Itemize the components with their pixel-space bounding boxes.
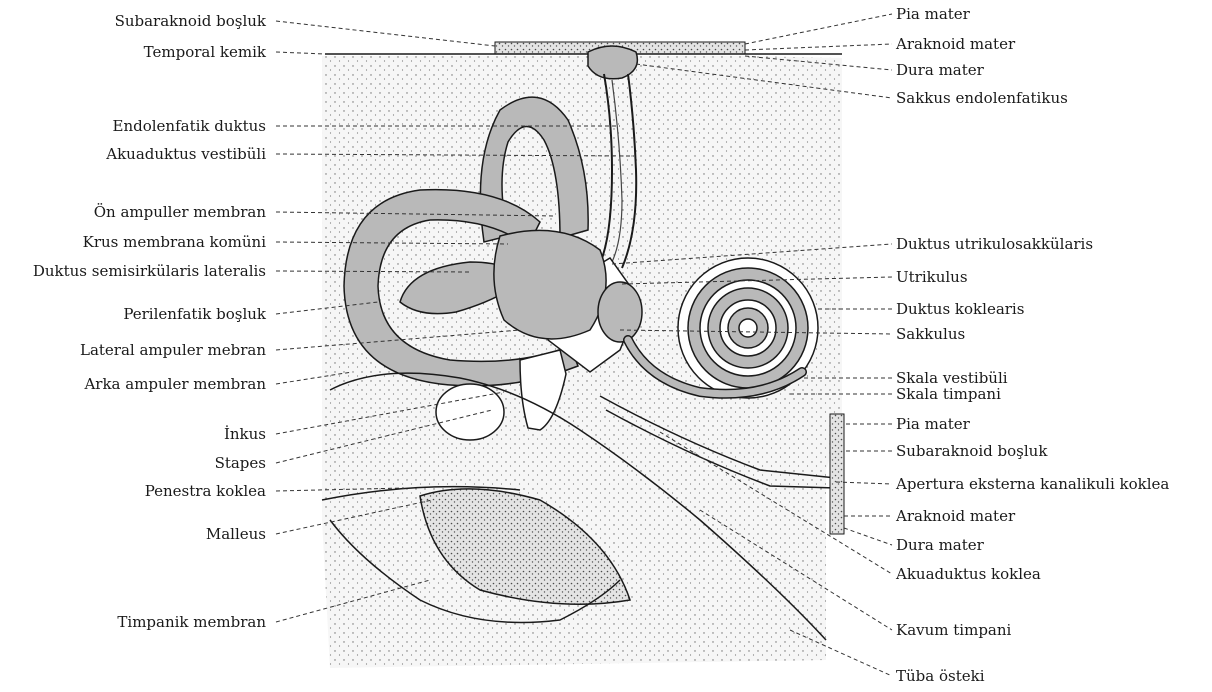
label-endolenfatik-duktus: Endolenfatik duktus <box>113 117 267 135</box>
label-temporal-kemik: Temporal kemik <box>144 43 266 61</box>
sakkus-endolenfatikus <box>588 46 637 79</box>
label-skala-timpani: Skala timpani <box>896 385 1001 403</box>
label-akuaduktus-vestibuli: Akuaduktus vestibüli <box>106 145 266 163</box>
label-pia-mater-top: Pia mater <box>896 5 970 23</box>
sakkulus <box>598 282 642 342</box>
label-stapes: Stapes <box>215 454 266 472</box>
label-utrikulus: Utrikulus <box>896 268 968 286</box>
label-dura-mater-top: Dura mater <box>896 61 984 79</box>
label-penestra-koklea: Penestra koklea <box>145 482 266 500</box>
label-duktus-koklearis: Duktus koklearis <box>896 300 1024 318</box>
label-on-ampuller-membran: Ön ampuller membran <box>94 203 266 221</box>
label-akuaduktus-koklea: Akuaduktus koklea <box>896 565 1041 583</box>
label-duktus-semisirkularis-lateralis: Duktus semisirkülaris lateralis <box>33 262 266 280</box>
label-dura-mater-bottom: Dura mater <box>896 536 984 554</box>
label-pia-mater-bottom: Pia mater <box>896 415 970 433</box>
label-krus-membrana-komuni: Krus membrana komüni <box>83 233 266 251</box>
label-malleus: Malleus <box>206 525 266 543</box>
utrikulus <box>494 230 606 339</box>
meninges-right <box>830 414 844 534</box>
label-tuba-osteki: Tüba östeki <box>896 667 985 685</box>
label-arka-ampuler-membran: Arka ampuler membran <box>84 375 266 393</box>
label-perilenfatik-bosluk: Perilenfatik boşluk <box>123 305 266 323</box>
label-timpanik-membran: Timpanik membran <box>117 613 266 631</box>
label-sakkus-endolenfatikus: Sakkus endolenfatikus <box>896 89 1068 107</box>
label-araknoid-mater-bottom: Araknoid mater <box>896 507 1015 525</box>
label-araknoid-mater-top: Araknoid mater <box>896 35 1015 53</box>
label-lateral-ampuler-mebran: Lateral ampuler mebran <box>80 341 266 359</box>
label-subaraknoid-bosluk-right: Subaraknoid boşluk <box>896 442 1047 460</box>
label-subaraknoid-bosluk: Subaraknoid boşluk <box>115 12 266 30</box>
label-sakkulus: Sakkulus <box>896 325 965 343</box>
label-duktus-utrikulosakkularis: Duktus utrikulosakkülaris <box>896 235 1093 253</box>
label-inkus: İnkus <box>224 425 266 443</box>
label-apertura-eksterna: Apertura eksterna kanalikuli koklea <box>896 475 1169 493</box>
label-kavum-timpani: Kavum timpani <box>896 621 1011 639</box>
inkus-shape <box>436 384 504 440</box>
